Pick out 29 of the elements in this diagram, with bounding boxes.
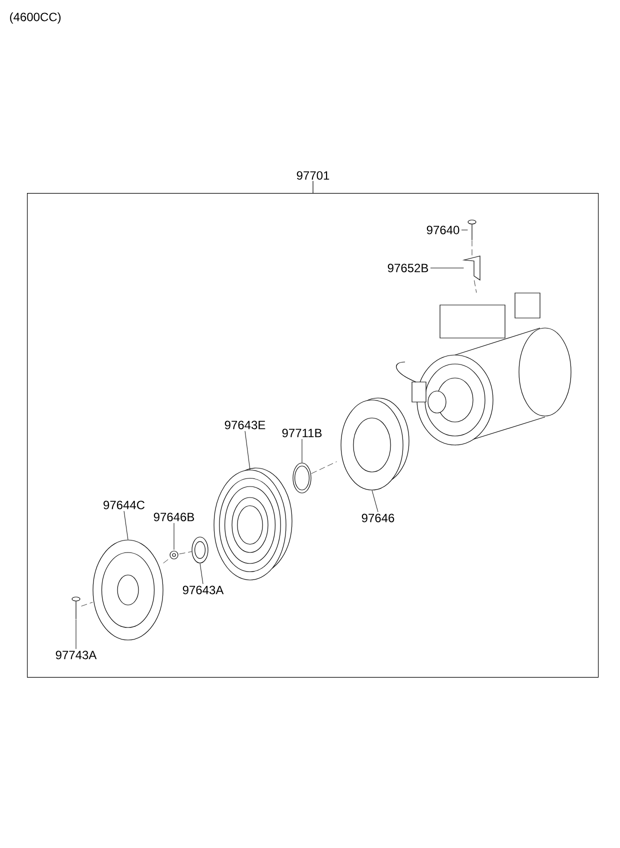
part-number: 97644C	[104, 500, 145, 510]
leader-line	[372, 490, 378, 512]
part-number: 97643A	[182, 586, 224, 594]
center-line	[179, 551, 192, 554]
center-line	[311, 461, 337, 474]
part-number: 97640	[426, 226, 460, 234]
part-drawing	[396, 292, 572, 446]
part-drawing	[192, 536, 208, 564]
part-number: 97646B	[154, 512, 194, 522]
part-number: 97743A	[56, 650, 97, 660]
part-drawing	[170, 550, 178, 560]
part-number: 97646	[362, 514, 394, 522]
leader-line	[124, 510, 128, 540]
center-line	[474, 280, 477, 293]
part-number: 97711B	[282, 428, 322, 438]
leader-line	[200, 563, 204, 584]
part-drawing	[292, 462, 312, 494]
part-drawing	[72, 596, 80, 620]
center-line	[81, 602, 93, 606]
part-number: 97652B	[388, 264, 428, 272]
part-drawing	[214, 468, 292, 580]
leader-line	[244, 430, 250, 470]
part-drawing	[92, 540, 164, 640]
part-number: 97643E	[224, 420, 266, 430]
part-drawing	[340, 398, 410, 490]
center-line	[163, 558, 169, 564]
node-label: 97701	[296, 171, 330, 180]
part-drawing	[468, 220, 476, 240]
title: (4600CC)	[10, 12, 61, 24]
